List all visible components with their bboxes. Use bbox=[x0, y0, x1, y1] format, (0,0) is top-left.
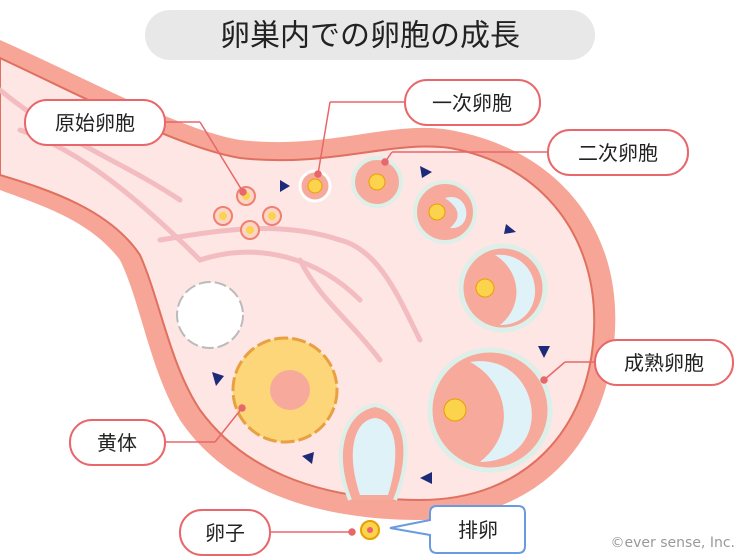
mature-follicle bbox=[427, 347, 553, 473]
label-ovulation: 排卵 bbox=[389, 505, 526, 554]
arrow-icon bbox=[280, 180, 290, 192]
arrow-icon bbox=[302, 452, 314, 464]
title-pill bbox=[145, 10, 595, 60]
label-ovum: 卵子 bbox=[179, 509, 271, 556]
label-text: 成熟卵胞 bbox=[624, 351, 704, 375]
label-text: 黄体 bbox=[97, 431, 137, 455]
arrow-icon bbox=[212, 372, 224, 386]
growth-arrows bbox=[212, 166, 550, 484]
arrow-icon bbox=[538, 346, 550, 358]
label-text: 原始卵胞 bbox=[55, 111, 135, 135]
label-mature-follicle: 成熟卵胞 bbox=[594, 339, 734, 386]
label-primordial-follicle: 原始卵胞 bbox=[24, 99, 166, 146]
growing-follicle bbox=[413, 180, 477, 244]
ovum bbox=[360, 520, 380, 540]
label-text: 卵子 bbox=[205, 521, 245, 545]
primary-follicle bbox=[298, 169, 332, 203]
label-text: 一次卵胞 bbox=[432, 91, 512, 115]
secondary-follicle bbox=[351, 156, 403, 208]
page-title: 卵巣内での卵胞の成長 bbox=[220, 19, 520, 54]
copyright: ©ever sense, Inc. bbox=[611, 535, 735, 551]
arrow-icon bbox=[420, 472, 432, 484]
corpus-albicans bbox=[176, 281, 244, 349]
leader-lines bbox=[165, 101, 595, 536]
arrow-icon bbox=[504, 224, 516, 234]
antral-follicle bbox=[458, 243, 548, 333]
label-corpus-luteum: 黄体 bbox=[69, 419, 166, 466]
label-primary-follicle: 一次卵胞 bbox=[404, 79, 541, 126]
corpus-luteum bbox=[231, 336, 339, 444]
label-text: 二次卵胞 bbox=[578, 141, 658, 165]
label-text: 排卵 bbox=[458, 518, 498, 542]
ovulation-site bbox=[338, 402, 408, 501]
label-secondary-follicle: 二次卵胞 bbox=[547, 129, 689, 176]
primordial-follicles bbox=[213, 186, 282, 240]
arrow-icon bbox=[420, 166, 432, 178]
